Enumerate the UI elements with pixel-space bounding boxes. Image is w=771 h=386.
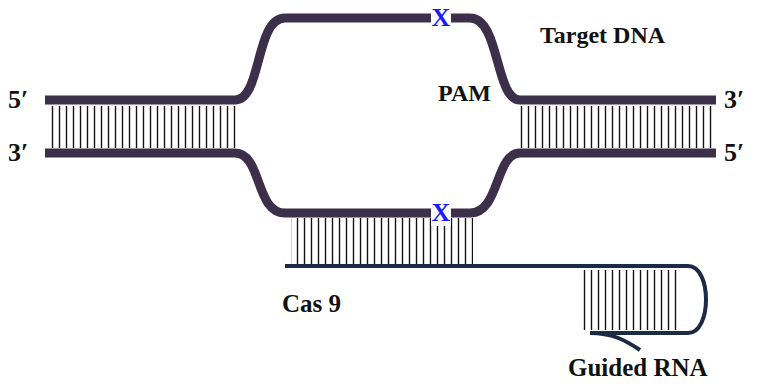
cut-mark: X xyxy=(431,5,452,31)
cut-mark: X xyxy=(431,200,452,226)
target-label: Target DNA xyxy=(540,22,665,48)
guide-rna xyxy=(285,266,706,350)
strand-end: 5′ xyxy=(8,86,28,115)
pam-label: PAM xyxy=(438,80,491,106)
protein-label: Cas 9 xyxy=(282,290,341,318)
rna-label: Guided RNA xyxy=(568,354,708,382)
strand-end: 3′ xyxy=(724,86,744,115)
dna-strand xyxy=(45,18,716,100)
dna-strand xyxy=(45,153,716,213)
base-pairs xyxy=(581,270,681,330)
strand-end: 3′ xyxy=(8,139,28,168)
base-pairs xyxy=(48,106,237,148)
strand-end: 5′ xyxy=(724,139,744,168)
base-pairs xyxy=(520,106,713,148)
